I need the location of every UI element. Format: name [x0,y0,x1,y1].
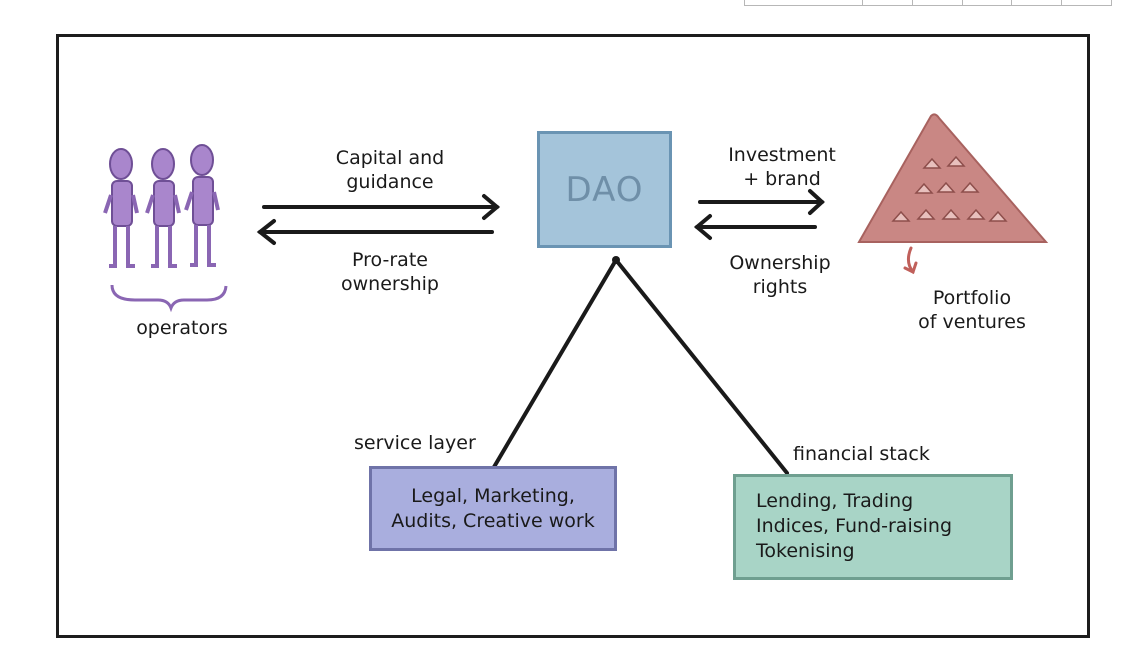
portfolio-label: Portfolio of ventures [902,286,1042,334]
operators-brace [110,284,228,313]
dao-box: DAO [537,131,672,248]
left-flow-arrows [256,194,501,245]
person-icon [184,144,220,267]
dao-connector-lines [492,258,789,475]
financial-stack-line: Indices, Fund-raising [756,515,953,537]
service-layer-line: Audits, Creative work [391,510,595,532]
right-flow-arrows [693,189,825,240]
ownership-rights-label: Ownership rights [708,251,852,299]
service-layer-box: Legal, Marketing, Audits, Creative work [369,466,617,551]
dao-label: DAO [565,169,644,210]
operators-figures-icon [103,144,220,268]
capital-guidance-line: Capital and [335,147,445,169]
investment-brand-line: + brand [743,168,821,190]
ownership-rights-line: rights [752,276,808,298]
financial-stack-title: financial stack [793,443,930,465]
portfolio-pyramid-icon [857,113,1049,243]
operators-label: operators [136,317,228,339]
person-icon [103,148,139,268]
ownership-rights-line: Ownership [729,252,831,274]
financial-stack-line: Tokenising [756,540,855,562]
portfolio-line: of ventures [918,311,1026,333]
pro-rate-ownership-label: Pro-rate ownership [318,248,462,296]
service-layer-title: service layer [354,432,476,454]
service-layer-line: Legal, Marketing, [411,485,575,507]
person-icon [145,148,181,268]
financial-stack-box: Lending, Trading Indices, Fund-raising T… [733,474,1013,580]
investment-brand-line: Investment [728,144,836,166]
capital-guidance-label: Capital and guidance [318,146,462,194]
investment-brand-label: Investment + brand [710,143,854,191]
portfolio-pointer-arrow [903,246,918,275]
pro-rate-ownership-line: Pro-rate [352,249,428,271]
capital-guidance-line: guidance [346,171,434,193]
dao-connector-node [612,256,620,264]
pro-rate-ownership-line: ownership [341,273,439,295]
portfolio-line: Portfolio [932,287,1012,309]
diagram-frame [56,34,1090,638]
financial-stack-line: Lending, Trading [756,490,914,512]
partial-table-edge [744,0,1112,6]
